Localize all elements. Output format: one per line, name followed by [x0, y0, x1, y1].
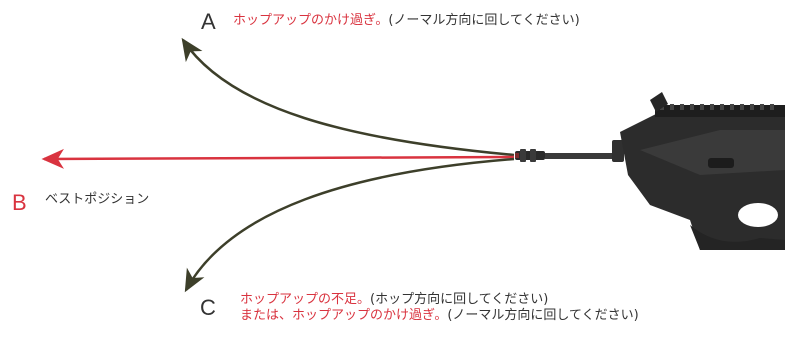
label-c-text: ホップアップの不足。(ホップ方向に回してください) または、ホップアップのかけ過… [240, 292, 639, 325]
label-c-line2-dark: (ノーマル方向に回してください) [447, 308, 639, 324]
arrow-b-trajectory [41, 148, 515, 169]
label-b-text: ベストポジション [45, 192, 150, 207]
label-a-letter: A [201, 9, 216, 34]
label-c-line1-red: ホップアップの不足。 [240, 292, 371, 307]
label-c-line2-red: または、ホップアップのかけ過ぎ。 [240, 308, 448, 324]
arrow-a-trajectory [181, 37, 515, 157]
label-b-letter: B [12, 190, 27, 215]
label-c-line1: ホップアップの不足。(ホップ方向に回してください) [240, 292, 639, 308]
label-c-line1-dark: (ホップ方向に回してください) [370, 292, 549, 307]
label-a-dark-text: (ノーマル方向に回してください) [388, 13, 580, 28]
label-c-letter: C [200, 295, 216, 320]
label-a-red-text: ホップアップのかけ過ぎ。 [233, 13, 389, 28]
arrow-c-trajectory [184, 157, 515, 293]
label-a-text: ホップアップのかけ過ぎ。(ノーマル方向に回してください) [233, 13, 580, 29]
rifle-image [515, 92, 785, 250]
label-c-line2: または、ホップアップのかけ過ぎ。(ノーマル方向に回してください) [240, 308, 639, 324]
